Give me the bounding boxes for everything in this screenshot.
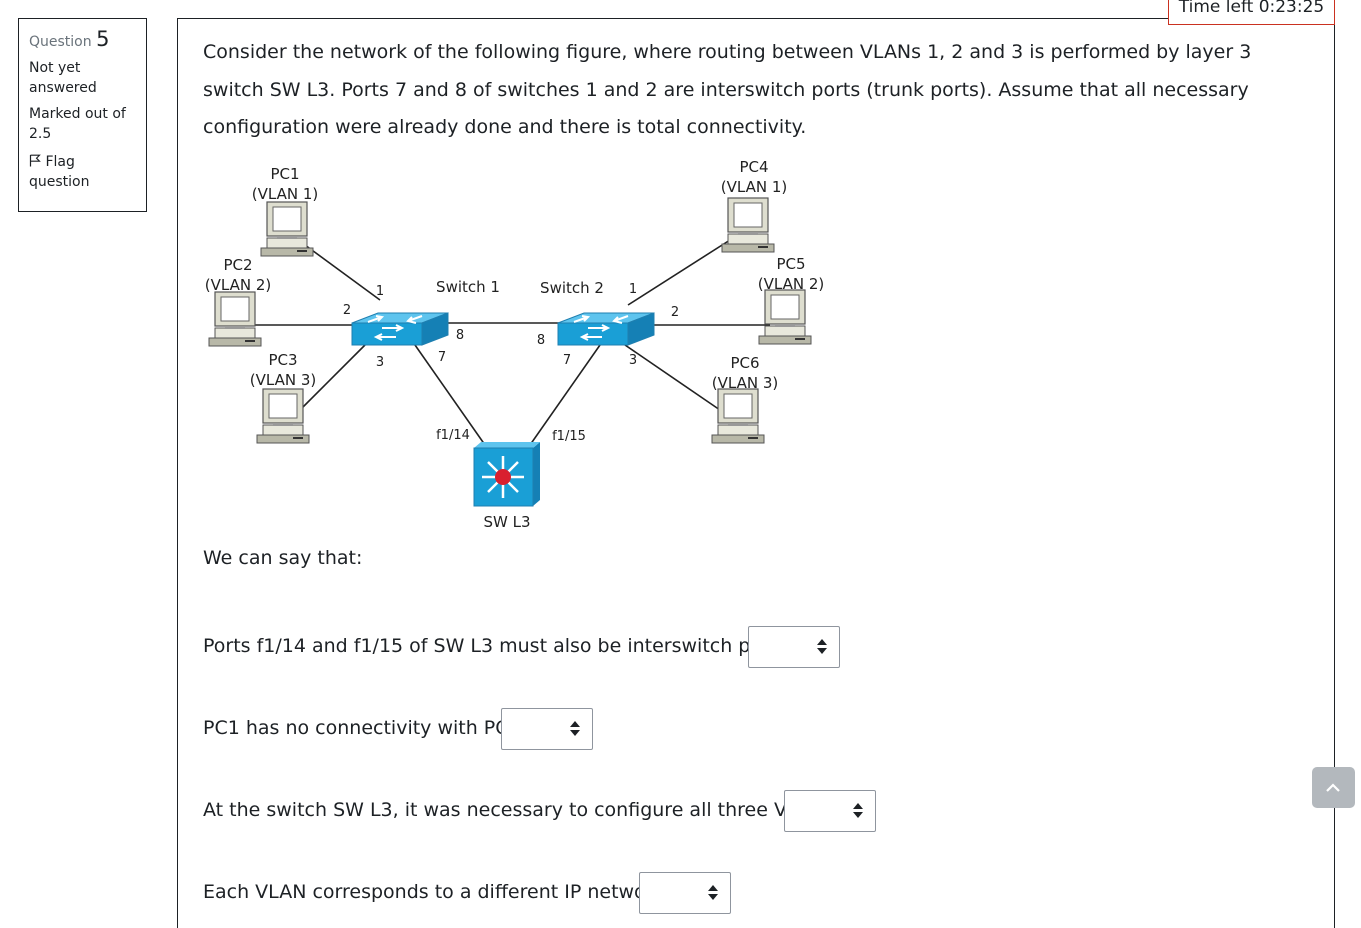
pc3-computer-icon — [256, 388, 310, 444]
pc5-name: PC5 — [776, 255, 805, 273]
s1-port-8: 8 — [456, 328, 464, 343]
statement-1-text: Ports f1/14 and f1/15 of SW L3 must also… — [203, 635, 794, 657]
question-number-line: Question 5 — [29, 29, 136, 52]
select-arrows-icon — [853, 803, 863, 821]
switch-2-label: Switch 2 — [540, 279, 604, 297]
question-label: Question — [29, 34, 92, 50]
switch-2-icon — [557, 312, 655, 346]
question-info-panel: Question 5 Not yet answered Marked out o… — [18, 18, 147, 212]
statement-1-select[interactable] — [748, 626, 840, 668]
chevron-up-icon — [1326, 783, 1340, 792]
statement-2-text: PC1 has no connectivity with PC6. — [203, 717, 527, 739]
back-to-top-button[interactable] — [1312, 767, 1355, 808]
question-number: 5 — [96, 27, 110, 51]
flag-question-label: Flag question — [29, 154, 90, 190]
s1-port-3: 3 — [376, 355, 384, 370]
switch-1-label: Switch 1 — [436, 278, 500, 296]
flag-icon — [29, 153, 41, 167]
pc4-computer-icon — [721, 197, 775, 253]
diagram-links — [255, 239, 770, 446]
statement-4-text: Each VLAN corresponds to a different IP … — [203, 881, 671, 903]
select-arrows-icon — [817, 639, 827, 657]
pc5-computer-icon — [758, 289, 812, 345]
s2-port-1: 1 — [629, 282, 637, 297]
select-arrows-icon — [708, 885, 718, 903]
statement-3-select[interactable] — [784, 790, 876, 832]
question-status: Not yet answered — [29, 60, 97, 96]
pc2-name: PC2 — [223, 256, 252, 274]
layer3-switch-icon — [473, 442, 540, 507]
s1-port-1: 1 — [376, 284, 384, 299]
pc2-vlan: (VLAN 2) — [205, 276, 271, 294]
question-grade: Marked out of 2.5 — [29, 106, 126, 142]
l3-port-f15: f1/15 — [552, 429, 586, 444]
statement-4-select[interactable] — [639, 872, 731, 914]
s1-port-2: 2 — [343, 303, 351, 318]
question-text: Consider the network of the following fi… — [203, 41, 1252, 138]
pc6-computer-icon — [711, 388, 765, 444]
pc3-name: PC3 — [268, 351, 297, 369]
select-arrows-icon — [570, 721, 580, 739]
pc3-vlan: (VLAN 3) — [250, 371, 316, 389]
pc5-vlan: (VLAN 2) — [758, 275, 824, 293]
s2-port-3: 3 — [629, 353, 637, 368]
statement-2-select[interactable] — [501, 708, 593, 750]
question-prompt: We can say that: — [203, 547, 363, 569]
pc4-name: PC4 — [739, 158, 768, 176]
pc1-vlan: (VLAN 1) — [252, 185, 318, 203]
s2-port-2: 2 — [671, 305, 679, 320]
question-content-panel — [177, 18, 1335, 928]
network-diagram: PC1 (VLAN 1) PC2 (VLAN 2) PC3 (VLAN 3) P… — [205, 158, 824, 531]
switch-1-icon — [351, 312, 449, 346]
pc1-name: PC1 — [270, 165, 299, 183]
s1-port-7: 7 — [438, 350, 446, 365]
flag-question-button[interactable]: Flag question — [29, 152, 136, 192]
pc1-computer-icon — [260, 201, 314, 257]
s2-port-8: 8 — [537, 333, 545, 348]
pc6-name: PC6 — [730, 354, 759, 372]
pc4-vlan: (VLAN 1) — [721, 178, 787, 196]
s2-port-7: 7 — [563, 353, 571, 368]
l3-port-f14: f1/14 — [436, 428, 470, 443]
pc6-vlan: (VLAN 3) — [712, 374, 778, 392]
quiz-timer: Time left 0:23:25 — [1168, 0, 1335, 25]
swl3-label: SW L3 — [483, 513, 530, 531]
statement-3-text: At the switch SW L3, it was necessary to… — [203, 799, 842, 821]
pc2-computer-icon — [208, 291, 262, 347]
